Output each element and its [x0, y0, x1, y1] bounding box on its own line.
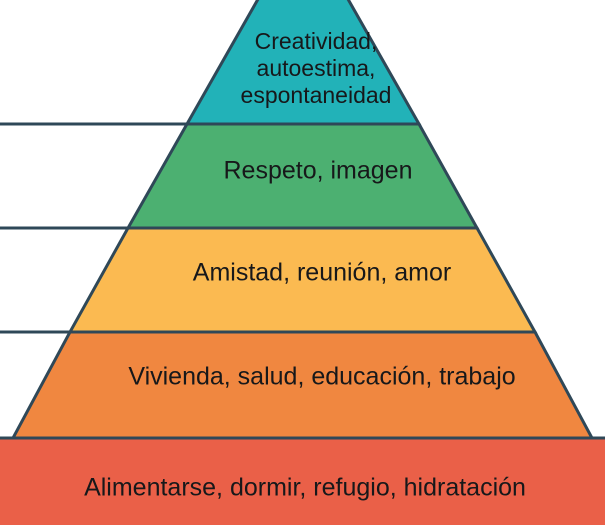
tier-label-self-actualization-line2: autoestima,: [257, 55, 376, 81]
tier-label-self-actualization: Creatividad,: [255, 28, 378, 54]
tier-label-belonging: Amistad, reunión, amor: [193, 259, 451, 287]
tier-label-esteem: Respeto, imagen: [223, 157, 412, 185]
tier-label-self-actualization-line3: espontaneidad: [241, 82, 392, 108]
tier-label-safety: Vivienda, salud, educación, trabajo: [128, 363, 515, 391]
pyramid-tier-self-actualization: [184, 0, 422, 126]
tier-label-physiological: Alimentarse, dormir, refugio, hidratació…: [84, 474, 526, 502]
